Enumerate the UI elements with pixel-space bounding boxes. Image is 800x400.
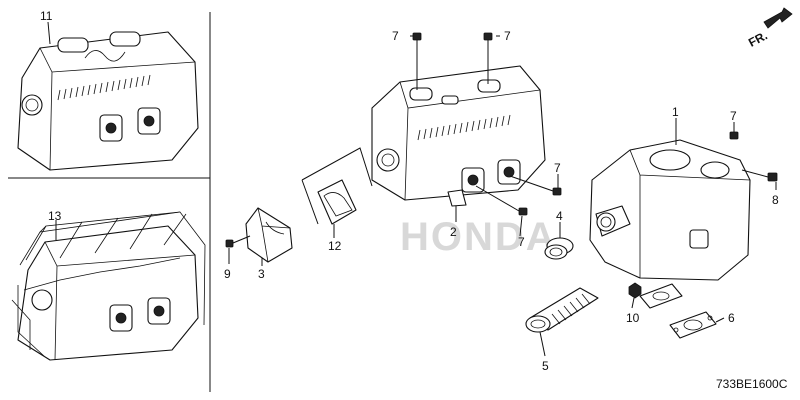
deflector-inset-frame — [301, 147, 373, 225]
screw-9 — [225, 235, 251, 248]
gasket-part — [669, 311, 717, 339]
muffler-protector-main-part — [371, 65, 546, 207]
callout-7-top-left: 7 — [392, 29, 399, 43]
inset-frames — [8, 12, 211, 392]
callout-8: 8 — [772, 193, 779, 207]
bolt-7-right — [729, 131, 739, 140]
callout-7-top-right: 7 — [504, 29, 511, 43]
callout-9: 9 — [224, 267, 231, 281]
callout-12: 12 — [328, 239, 342, 253]
callout-4: 4 — [556, 209, 563, 223]
callout-6: 6 — [728, 311, 735, 325]
callout-11: 11 — [40, 9, 53, 23]
spark-arrester-part — [525, 287, 599, 333]
bolt-8 — [741, 169, 778, 182]
diagram-code: 733BE1600C — [716, 377, 788, 391]
bolt-7-top-right — [483, 32, 493, 84]
gasket-ring-part — [544, 237, 574, 260]
nut-10 — [628, 282, 642, 299]
exhaust-cover-part — [245, 207, 293, 263]
callout-1: 1 — [672, 105, 679, 119]
callout-7-right: 7 — [730, 109, 737, 123]
callout-10: 10 — [626, 311, 640, 325]
gasket-upper-part — [639, 283, 683, 309]
callout-7-lower: 7 — [518, 235, 525, 249]
callout-3: 3 — [258, 267, 265, 281]
front-direction-indicator: FR. — [746, 7, 793, 50]
leader-lines — [47, 21, 777, 357]
callout-7-mid: 7 — [554, 161, 561, 175]
callout-5: 5 — [542, 359, 549, 373]
exhaust-deflector-part — [317, 179, 357, 225]
front-label: FR. — [746, 28, 770, 49]
bolt-7-mid-right — [509, 175, 562, 196]
muffler-protector-part — [17, 31, 199, 171]
bolt-7-lower — [475, 185, 528, 216]
callout-13: 13 — [48, 209, 62, 223]
muffler-part — [589, 139, 751, 281]
watermark-text: HONDA — [400, 215, 557, 259]
muffler-guard-part — [11, 211, 206, 361]
callout-2: 2 — [450, 225, 457, 239]
